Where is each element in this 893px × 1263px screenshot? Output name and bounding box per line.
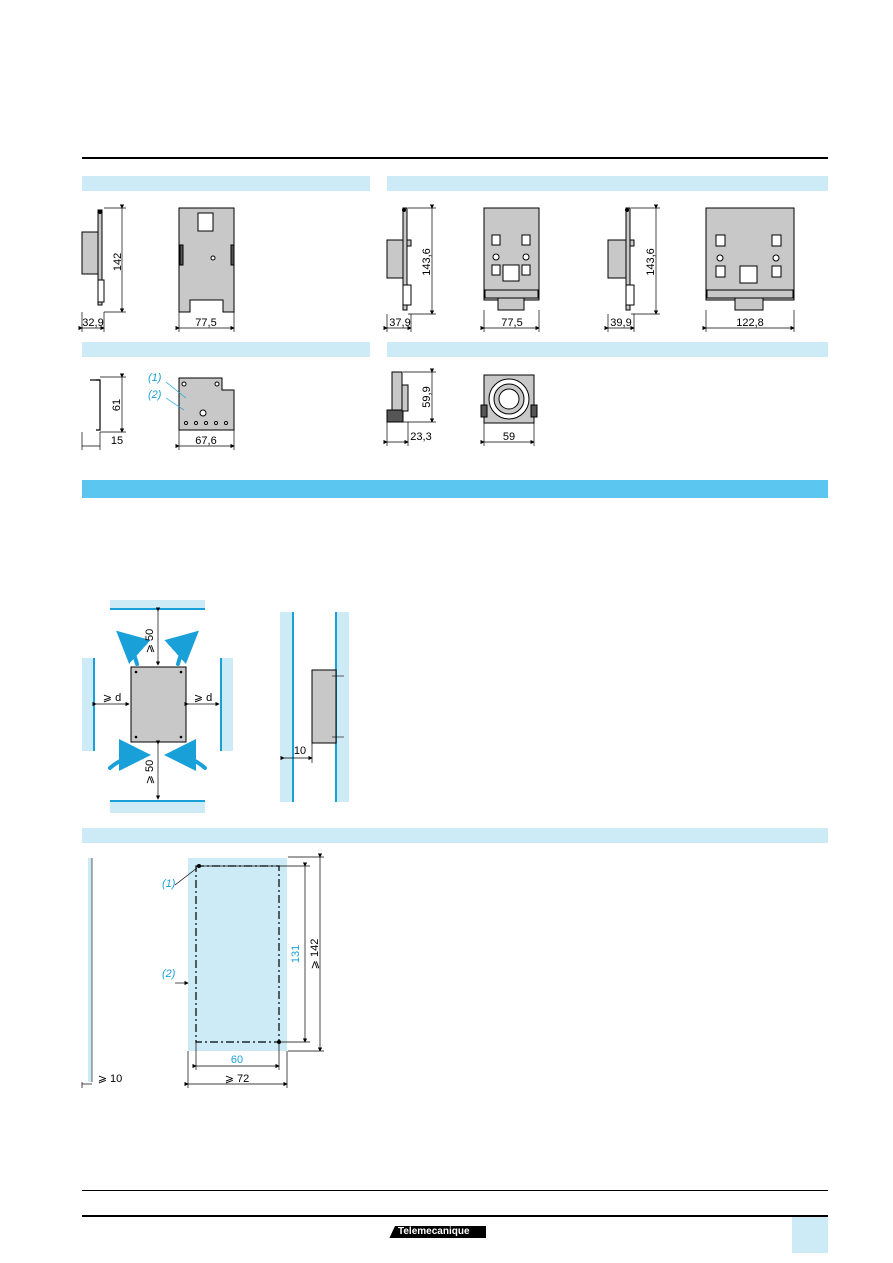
- footer-rule-top: [82, 1190, 828, 1191]
- brand-mark-icon: [387, 1226, 395, 1238]
- cutout-diagram: [81, 853, 324, 1088]
- top-clearance-label: ⩾ 50: [144, 629, 156, 654]
- header-rule: [82, 157, 828, 159]
- cutout-callout-2: (2): [162, 968, 176, 980]
- cutout-callout-1: (1): [162, 878, 176, 890]
- fig2-side-view: [386, 207, 412, 311]
- mounting-side-diagram: [280, 612, 349, 802]
- fig5-width-label: 59: [503, 431, 515, 443]
- fig3-front-view: [705, 207, 795, 311]
- left-clearance-label: ⩾ d: [103, 692, 121, 704]
- fig1-side-view: [81, 209, 105, 306]
- brand-logo: Telemecanique: [387, 1226, 486, 1238]
- fig5-height-label: 59,9: [421, 386, 433, 407]
- bottom-clearance-label: ⩾ 50: [144, 760, 156, 785]
- fig2-height-label: 143,6: [421, 248, 433, 276]
- cutout-inner-width-label: 60: [231, 1054, 243, 1066]
- section-band-mounting: [82, 480, 828, 498]
- mounting-front-diagram: [82, 600, 233, 813]
- cutout-outer-width-label: ⩾ 72: [225, 1073, 250, 1085]
- fig4-width-label: 67,6: [195, 435, 216, 447]
- fig2-width-label: 77,5: [501, 317, 522, 329]
- section-band-dimensions-d: [387, 342, 828, 357]
- fig1-height-label: 142: [112, 253, 124, 271]
- cutout-outer-height-label: ⩾ 142: [309, 939, 321, 970]
- fig5-side-view: [386, 371, 409, 423]
- page-number-box: [792, 1217, 828, 1253]
- section-band-dimensions-a: [82, 176, 370, 191]
- fig2-depth-label: 37,9: [389, 317, 410, 329]
- section-band-dimensions-c: [82, 342, 370, 357]
- fig1-depth-label: 32,9: [82, 317, 103, 329]
- section-band-dimensions-b: [387, 176, 828, 191]
- fig2-front-view: [483, 207, 540, 311]
- fig3-width-label: 122,8: [736, 317, 764, 329]
- fig5-front-view: [480, 374, 538, 424]
- fig3-side-view: [607, 207, 635, 311]
- panel-gap-label: ⩾ 10: [98, 1073, 123, 1085]
- fig4-depth-label: 15: [111, 435, 123, 447]
- right-clearance-label: ⩾ d: [194, 692, 212, 704]
- fig4-callout-2: (2): [148, 389, 162, 401]
- fig1-front-view: [178, 207, 235, 313]
- fig4-front-view: [178, 377, 235, 431]
- fig1-width-label: 77,5: [195, 317, 216, 329]
- fig3-depth-label: 39,9: [610, 317, 631, 329]
- footer-rule-bottom: [82, 1215, 828, 1217]
- fig4-callout-1: (1): [148, 372, 162, 384]
- fig5-depth-label: 23,3: [410, 431, 431, 443]
- fig4-height-label: 61: [111, 399, 123, 411]
- fig3-height-label: 143,6: [645, 248, 657, 276]
- cutout-inner-height-label: 131: [290, 945, 302, 963]
- fig4-side-view: [90, 379, 101, 431]
- brand-name: Telemecanique: [398, 1226, 470, 1237]
- section-band-cutout: [82, 828, 828, 843]
- side-distance-label: 10: [294, 745, 306, 757]
